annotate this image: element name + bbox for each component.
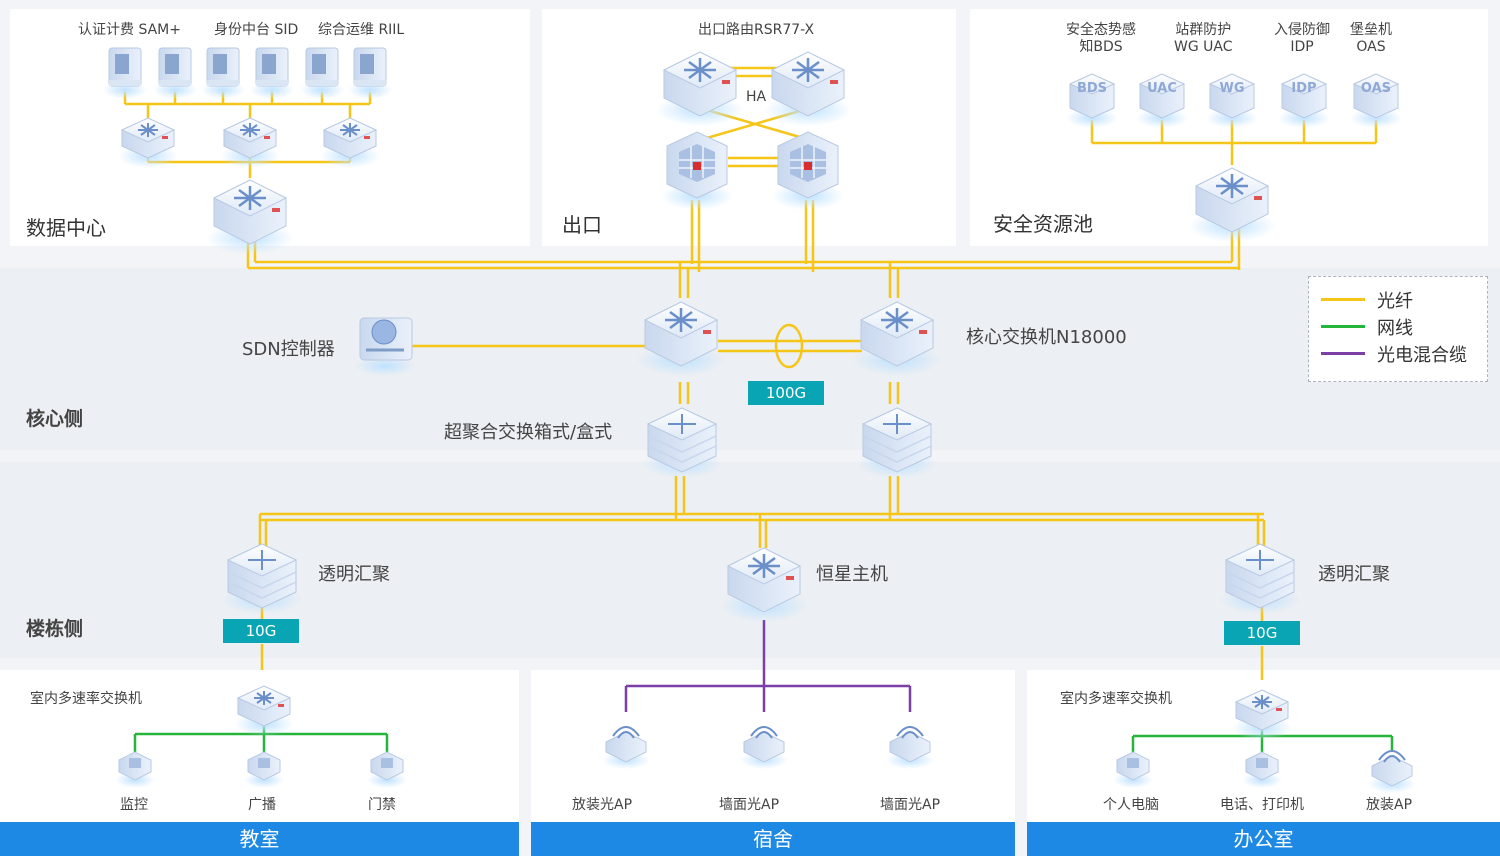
security-label-uac-line1: 站群防护 xyxy=(1175,22,1232,38)
section-datacenter: 数据中心 xyxy=(26,216,106,240)
section-core-side: 核心侧 xyxy=(26,408,84,430)
legend-hybrid-swatch xyxy=(1321,352,1365,355)
firewall-left-icon xyxy=(660,131,734,211)
broadcast-icon xyxy=(243,751,285,789)
wall-ap-label-2: 墙面光AP xyxy=(880,797,941,813)
security-device-badges: BDS UAC WG IDP OAS xyxy=(1077,81,1391,96)
security-label-idp-line2: IDP xyxy=(1290,39,1314,55)
ceiling-ap-icon xyxy=(601,726,651,770)
section-security-pool: 安全资源池 xyxy=(993,212,1093,236)
hyper-switch-label: 超聚合交换箱式/盒式 xyxy=(444,422,613,443)
camera-label: 监控 xyxy=(120,797,148,813)
footer-classroom: 教室 xyxy=(0,822,519,856)
egress-router-label: 出口路由RSR77-X xyxy=(698,22,815,38)
security-label-bds-line1: 安全态势感 xyxy=(1066,22,1136,38)
security-badge-bds: BDS xyxy=(1077,81,1107,96)
star-host-switch xyxy=(718,546,810,624)
hyper-switch-right xyxy=(856,407,938,479)
datacenter-core-switch xyxy=(204,178,296,256)
footer-office: 办公室 xyxy=(1027,822,1500,856)
ceiling-ap-label: 放装光AP xyxy=(572,797,633,813)
wall-ap-icon xyxy=(885,726,935,770)
office-ap-icon xyxy=(1367,750,1417,794)
hyper-switch-left xyxy=(641,407,723,479)
phone-printer-icon xyxy=(1241,751,1283,789)
camera-icon xyxy=(114,751,156,789)
door-access-label: 门禁 xyxy=(368,797,396,813)
security-label-idp: 入侵防御 IDP xyxy=(1274,22,1330,56)
section-egress: 出口 xyxy=(562,213,602,237)
security-pool-switch xyxy=(1186,166,1278,244)
hybrid-links xyxy=(624,620,912,712)
ha-label: HA xyxy=(746,89,767,105)
right-aggregation-switch xyxy=(1219,543,1301,615)
right-aggregation-label: 透明汇聚 xyxy=(1318,564,1390,585)
security-label-oas-line1: 堡垒机 xyxy=(1350,22,1392,38)
link-aggregation-ring xyxy=(774,323,804,369)
door-access-icon xyxy=(366,751,408,789)
security-label-uac: 站群防护 WG UAC xyxy=(1174,22,1233,56)
security-label-oas: 堡垒机 OAS xyxy=(1350,22,1392,56)
wall-ap-label-1: 墙面光AP xyxy=(719,797,780,813)
server-label-riil: 综合运维 RIIL xyxy=(318,22,405,38)
office-switch xyxy=(1231,689,1293,741)
core-bandwidth-badge: 100G xyxy=(748,381,824,405)
wall-ap-icon xyxy=(739,726,789,770)
server-label-sid: 身份中台 SID xyxy=(214,22,299,38)
legend-hybrid-label: 光电混合缆 xyxy=(1377,345,1467,366)
pc-label: 个人电脑 xyxy=(1103,797,1159,813)
phone-printer-label: 电话、打印机 xyxy=(1220,797,1304,813)
security-label-bds-line2: 知BDS xyxy=(1079,39,1123,55)
egress-router-left xyxy=(654,50,746,128)
datacenter-access-switches xyxy=(117,117,381,169)
classroom-switch-label: 室内多速率交换机 xyxy=(30,691,142,707)
egress-panel xyxy=(542,9,956,246)
office-switch-label: 室内多速率交换机 xyxy=(1060,691,1172,707)
left-aggregation-label: 透明汇聚 xyxy=(318,564,390,585)
core-switch-label: 核心交换机N18000 xyxy=(966,327,1127,348)
broadcast-label: 广播 xyxy=(248,797,276,813)
security-badge-oas: OAS xyxy=(1361,81,1391,96)
core-switch-right xyxy=(851,300,943,378)
legend-ethernet-swatch xyxy=(1321,325,1365,328)
security-links xyxy=(1090,120,1378,270)
sdn-controller-icon xyxy=(355,317,415,376)
legend-ethernet-label: 网线 xyxy=(1377,318,1413,339)
firewall-right-icon xyxy=(771,131,845,211)
pc-icon xyxy=(1112,751,1154,789)
classroom-switch xyxy=(233,685,295,737)
sdn-controller-label: SDN控制器 xyxy=(242,339,335,360)
core-switch-left xyxy=(635,300,727,378)
legend: 光纤 网线 光电混合缆 xyxy=(1308,276,1488,382)
security-badge-uac: UAC xyxy=(1147,81,1177,96)
security-label-oas-line2: OAS xyxy=(1356,39,1386,55)
left-bandwidth-badge: 10G xyxy=(223,619,299,643)
star-host-label: 恒星主机 xyxy=(816,564,888,585)
security-label-idp-line1: 入侵防御 xyxy=(1274,22,1330,38)
legend-fiber-label: 光纤 xyxy=(1377,291,1413,312)
right-bandwidth-badge: 10G xyxy=(1224,621,1300,645)
datacenter-servers xyxy=(102,47,393,100)
security-label-uac-line2: WG UAC xyxy=(1174,39,1233,55)
left-aggregation-switch xyxy=(221,543,303,615)
security-label-bds: 安全态势感 知BDS xyxy=(1066,22,1136,56)
core-band xyxy=(0,268,1500,450)
security-badge-idp: IDP xyxy=(1291,81,1316,96)
server-label-sam: 认证计费 SAM+ xyxy=(78,22,181,38)
footer-dorm: 宿舍 xyxy=(531,822,1015,856)
office-ap-label: 放装AP xyxy=(1366,797,1413,813)
legend-fiber-swatch xyxy=(1321,298,1365,301)
security-badge-wg: WG xyxy=(1219,81,1244,96)
egress-router-right xyxy=(762,50,854,128)
section-building-side: 楼栋侧 xyxy=(26,618,84,640)
